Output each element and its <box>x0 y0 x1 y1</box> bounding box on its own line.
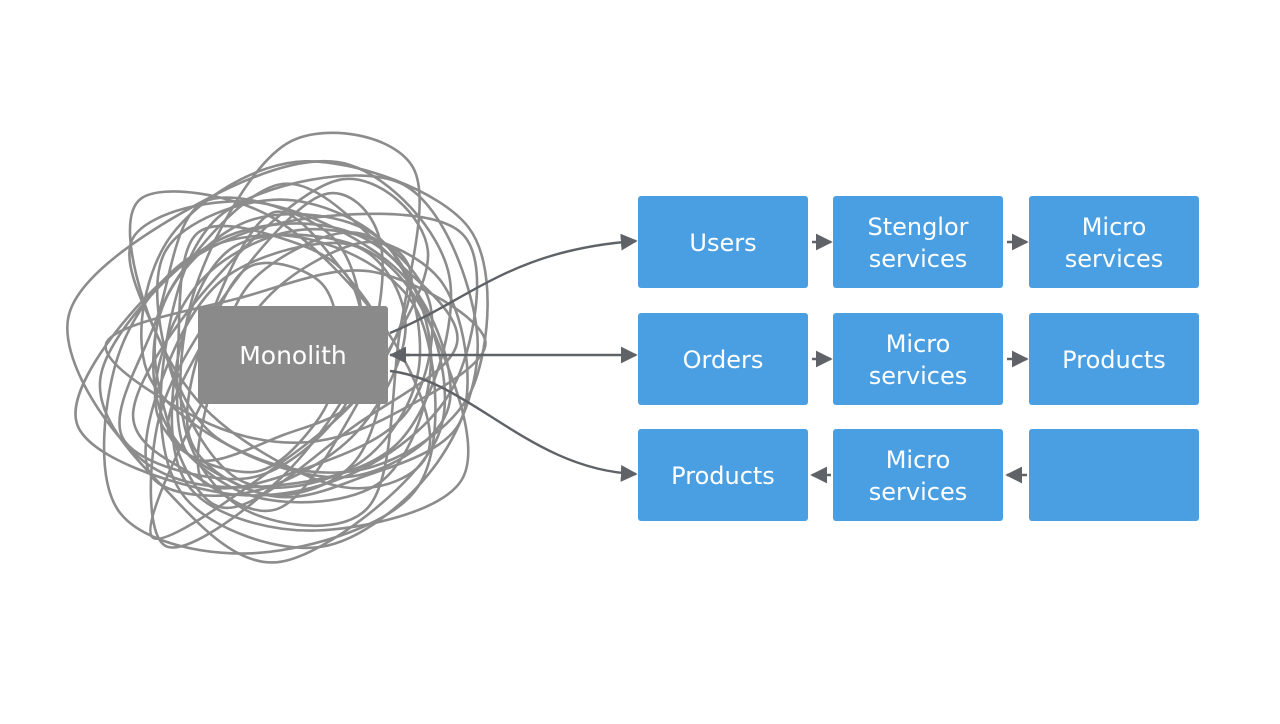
tangle-line <box>140 159 489 474</box>
service-box[interactable]: Micro services <box>1029 196 1199 288</box>
service-box-background <box>1029 313 1199 405</box>
service-box-label: Products <box>1062 346 1166 374</box>
service-box-background <box>638 313 808 405</box>
tangle-line <box>155 198 422 489</box>
tangle-line <box>151 212 433 504</box>
service-box[interactable]: Users <box>638 196 808 288</box>
service-box-label: Orders <box>683 346 764 374</box>
service-box[interactable] <box>1029 429 1199 521</box>
service-box[interactable]: Orders <box>638 313 808 405</box>
service-box-background <box>833 196 1003 288</box>
service-box-background <box>1029 196 1199 288</box>
tangle-line <box>149 191 384 549</box>
service-box-label: Stenglor <box>867 213 968 241</box>
service-box[interactable]: Products <box>638 429 808 521</box>
service-box-label: services <box>1065 245 1163 273</box>
monolith-connector <box>389 233 638 335</box>
service-box-background <box>833 429 1003 521</box>
service-box[interactable]: Products <box>1029 313 1199 405</box>
tangle-line <box>128 200 452 479</box>
service-box-label: Micro <box>1082 213 1147 241</box>
monolith-box[interactable]: Monolith <box>198 306 388 404</box>
service-box-label: services <box>869 245 967 273</box>
service-box-background <box>638 429 808 521</box>
tangled-dependencies <box>66 131 489 564</box>
service-box-background <box>1029 429 1199 521</box>
service-box-label: Micro <box>886 446 951 474</box>
service-box[interactable]: Micro services <box>833 429 1003 521</box>
tangle-line <box>102 233 437 555</box>
service-box[interactable]: Stenglor services <box>833 196 1003 288</box>
service-arrows <box>810 233 1029 484</box>
service-grid: UsersStenglorservicesMicroservicesOrders… <box>638 196 1199 521</box>
service-box-label: Micro <box>886 330 951 358</box>
monolith-box-background <box>198 306 388 404</box>
service-box-label: services <box>869 478 967 506</box>
tangle-line <box>104 269 487 445</box>
service-box[interactable]: Micro services <box>833 313 1003 405</box>
tangle-line <box>118 196 365 481</box>
monolith-label: Monolith <box>239 341 347 370</box>
tangle-line <box>153 227 469 499</box>
tangle-line <box>185 210 387 497</box>
service-box-label: Products <box>671 462 775 490</box>
service-box-background <box>833 313 1003 405</box>
service-box-label: Users <box>689 229 756 257</box>
tangle-line <box>144 241 407 497</box>
tangle-line <box>98 222 447 564</box>
monolith-connectors <box>389 233 638 482</box>
monolith-connector <box>389 369 638 482</box>
service-box-background <box>638 196 808 288</box>
service-box-label: services <box>869 362 967 390</box>
